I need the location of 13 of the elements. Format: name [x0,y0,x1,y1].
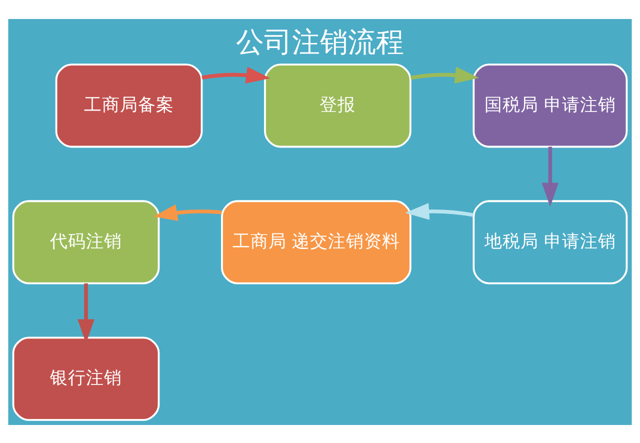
arrow [153,204,222,221]
node-box: 国税局 申请注销 [472,63,628,148]
diagram-title: 公司注销流程 [236,24,404,58]
arrow [405,202,474,220]
node-box: 地税局 申请注销 [472,200,628,284]
arrow [410,66,480,83]
node-box: 工商局 递交注销资料 [221,200,412,284]
node-box: 代码注销 [12,200,160,284]
node-box: 工商局备案 [55,63,203,148]
arrow [542,146,559,206]
arrow [202,66,270,84]
node-box: 银行注销 [12,336,160,420]
node-box: 登报 [264,63,412,148]
